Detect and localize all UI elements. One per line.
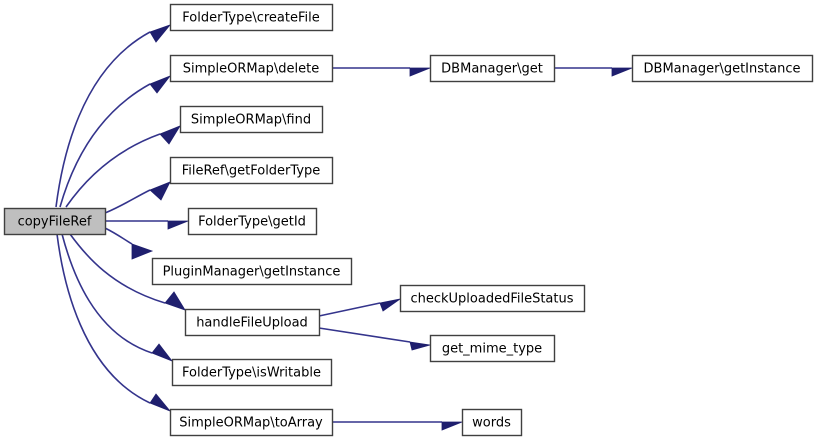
node-box[interactable] [169,156,334,185]
node-label: handleFileUpload [196,316,308,331]
edge-line [104,189,151,214]
edge-copyFileRef-to-delete [59,75,172,208]
node-label: words [472,416,511,431]
arrowhead-icon [441,421,463,431]
arrowhead-icon [409,341,431,351]
node-label: FolderType\createFile [182,11,319,26]
arrowhead-icon [149,393,171,412]
node-box[interactable] [187,207,318,236]
node-delete[interactable]: SimpleORMap\delete [169,54,334,83]
node-checkUploadedFileStatus[interactable]: checkUploadedFileStatus [399,284,586,313]
arrowhead-icon [151,343,174,362]
node-box[interactable] [3,207,107,236]
node-getId[interactable]: FolderType\getId [187,207,318,236]
arrowhead-icon [379,298,401,312]
node-dbManagerGet[interactable]: DBManager\get [429,54,556,83]
node-box[interactable] [184,308,321,337]
node-label: copyFileRef [18,215,92,230]
edge-handleFileUpload-to-checkUploadedFileStatus [318,298,401,317]
node-box[interactable] [169,408,334,437]
edge-copyFileRef-to-createFile [55,24,172,208]
node-toArray[interactable]: SimpleORMap\toArray [169,408,334,437]
edge-copyFileRef-to-getId [105,220,189,230]
arrowhead-icon [131,243,154,260]
arrowhead-icon [149,75,172,94]
node-box[interactable] [429,54,556,83]
node-label: PluginManager\getInstance [163,265,341,280]
node-copyFileRef[interactable]: copyFileRef [3,207,107,236]
node-label: checkUploadedFileStatus [410,292,573,307]
edge-copyFileRef-to-toArray [56,233,171,412]
node-box[interactable] [171,358,333,387]
node-dbManagerGetInstance[interactable]: DBManager\getInstance [631,54,814,83]
node-box[interactable] [399,284,586,313]
edge-line [61,233,153,354]
node-layer: copyFileRef FolderType\createFileSimpleOR… [3,3,814,437]
node-label: FolderType\getId [198,215,306,230]
node-label: SimpleORMap\find [191,113,311,128]
edge-line [318,327,411,343]
edge-delete-to-dbManagerGet [332,67,431,77]
node-box[interactable] [461,408,523,437]
node-box[interactable] [151,257,353,286]
node-label: DBManager\get [441,62,543,77]
arrowhead-icon [149,181,171,201]
edge-copyFileRef-to-find [65,125,181,208]
arrowhead-icon [149,24,172,43]
node-pluginGetInstance[interactable]: PluginManager\getInstance [151,257,353,286]
node-find[interactable]: SimpleORMap\find [179,105,324,134]
edge-line [104,227,133,245]
node-label: DBManager\getInstance [644,62,801,77]
node-box[interactable] [429,334,556,363]
node-label: SimpleORMap\toArray [179,416,323,431]
edge-copyFileRef-to-pluginGetInstance [104,227,154,260]
node-getFolderType[interactable]: FileRef\getFolderType [169,156,334,185]
arrowhead-icon [167,220,189,230]
edge-line [56,233,151,404]
edge-copyFileRef-to-handleFileUpload [69,233,186,311]
edge-line [318,302,381,317]
node-box[interactable] [169,3,334,32]
edge-handleFileUpload-to-getMimeType [318,327,431,351]
edge-line [55,31,151,208]
edge-line [69,233,166,304]
node-label: get_mime_type [442,342,542,357]
node-getMimeType[interactable]: get_mime_type [429,334,556,363]
arrowhead-icon [409,67,431,77]
arrowhead-icon [611,67,633,77]
node-label: FileRef\getFolderType [182,164,321,179]
edge-line [59,83,151,208]
arrowhead-icon [159,125,181,145]
node-box[interactable] [179,105,324,134]
node-isWritable[interactable]: FolderType\isWritable [171,358,333,387]
node-handleFileUpload[interactable]: handleFileUpload [184,308,321,337]
node-label: FolderType\isWritable [182,366,321,381]
edge-layer [55,24,633,431]
edge-line [65,133,161,208]
node-createFile[interactable]: FolderType\createFile [169,3,334,32]
edge-copyFileRef-to-isWritable [61,233,174,362]
node-box[interactable] [169,54,334,83]
node-words[interactable]: words [461,408,523,437]
edge-copyFileRef-to-getFolderType [104,181,171,214]
edge-toArray-to-words [332,421,463,431]
node-box[interactable] [631,54,814,83]
arrowhead-icon [164,291,186,311]
edge-dbManagerGet-to-dbManagerGetInstance [554,67,633,77]
node-label: SimpleORMap\delete [183,62,319,77]
